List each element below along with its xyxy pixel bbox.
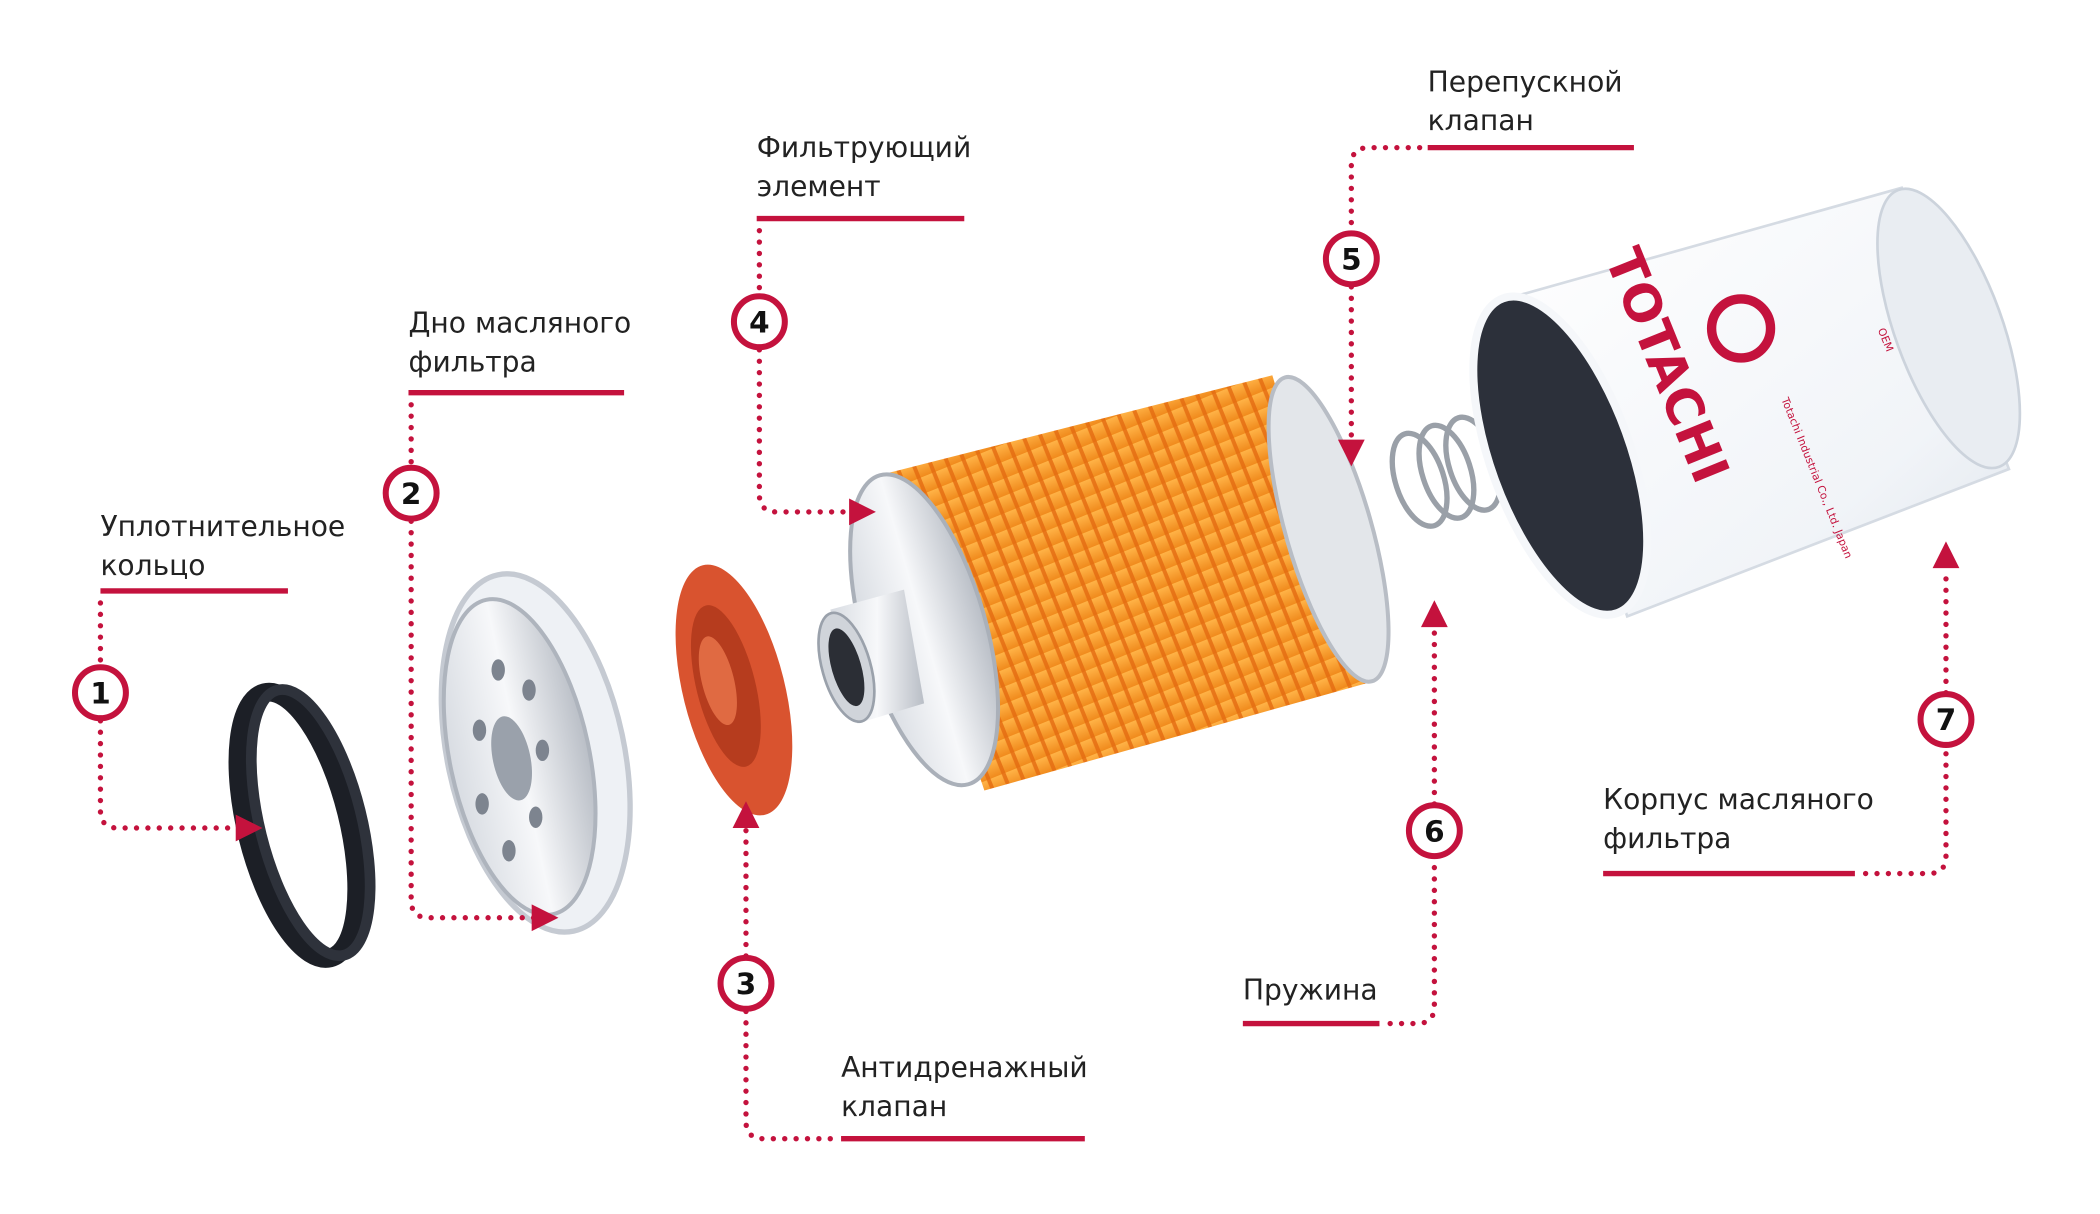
callout-number: 3: [736, 967, 756, 1001]
callout-number: 2: [401, 477, 422, 511]
filter-base-plate: [438, 571, 633, 935]
callout-number: 7: [1936, 703, 1957, 737]
callout-label: Пружина: [1243, 973, 1378, 1006]
arrow-right-icon: [235, 814, 263, 842]
arrow-right-icon: [531, 904, 559, 932]
filter-housing: TOTACHI Totachi Industrial Co., Ltd. Jap…: [1469, 186, 2022, 619]
arrow-right-icon: [849, 498, 876, 526]
filter-element: [817, 374, 1391, 791]
callout-number: 4: [749, 305, 770, 339]
arrow-up-icon: [1420, 600, 1448, 628]
callout-6: Пружина 6: [1242, 600, 1463, 1027]
callout-number: 1: [90, 676, 110, 710]
arrow-up-icon: [1932, 541, 1960, 569]
arrow-down-icon: [1337, 439, 1365, 467]
anti-drain-valve: [675, 564, 793, 816]
sealing-ring: [228, 682, 376, 968]
callout-number: 5: [1341, 243, 1362, 277]
arrow-up-icon: [732, 801, 760, 828]
callout-number: 6: [1424, 814, 1445, 848]
